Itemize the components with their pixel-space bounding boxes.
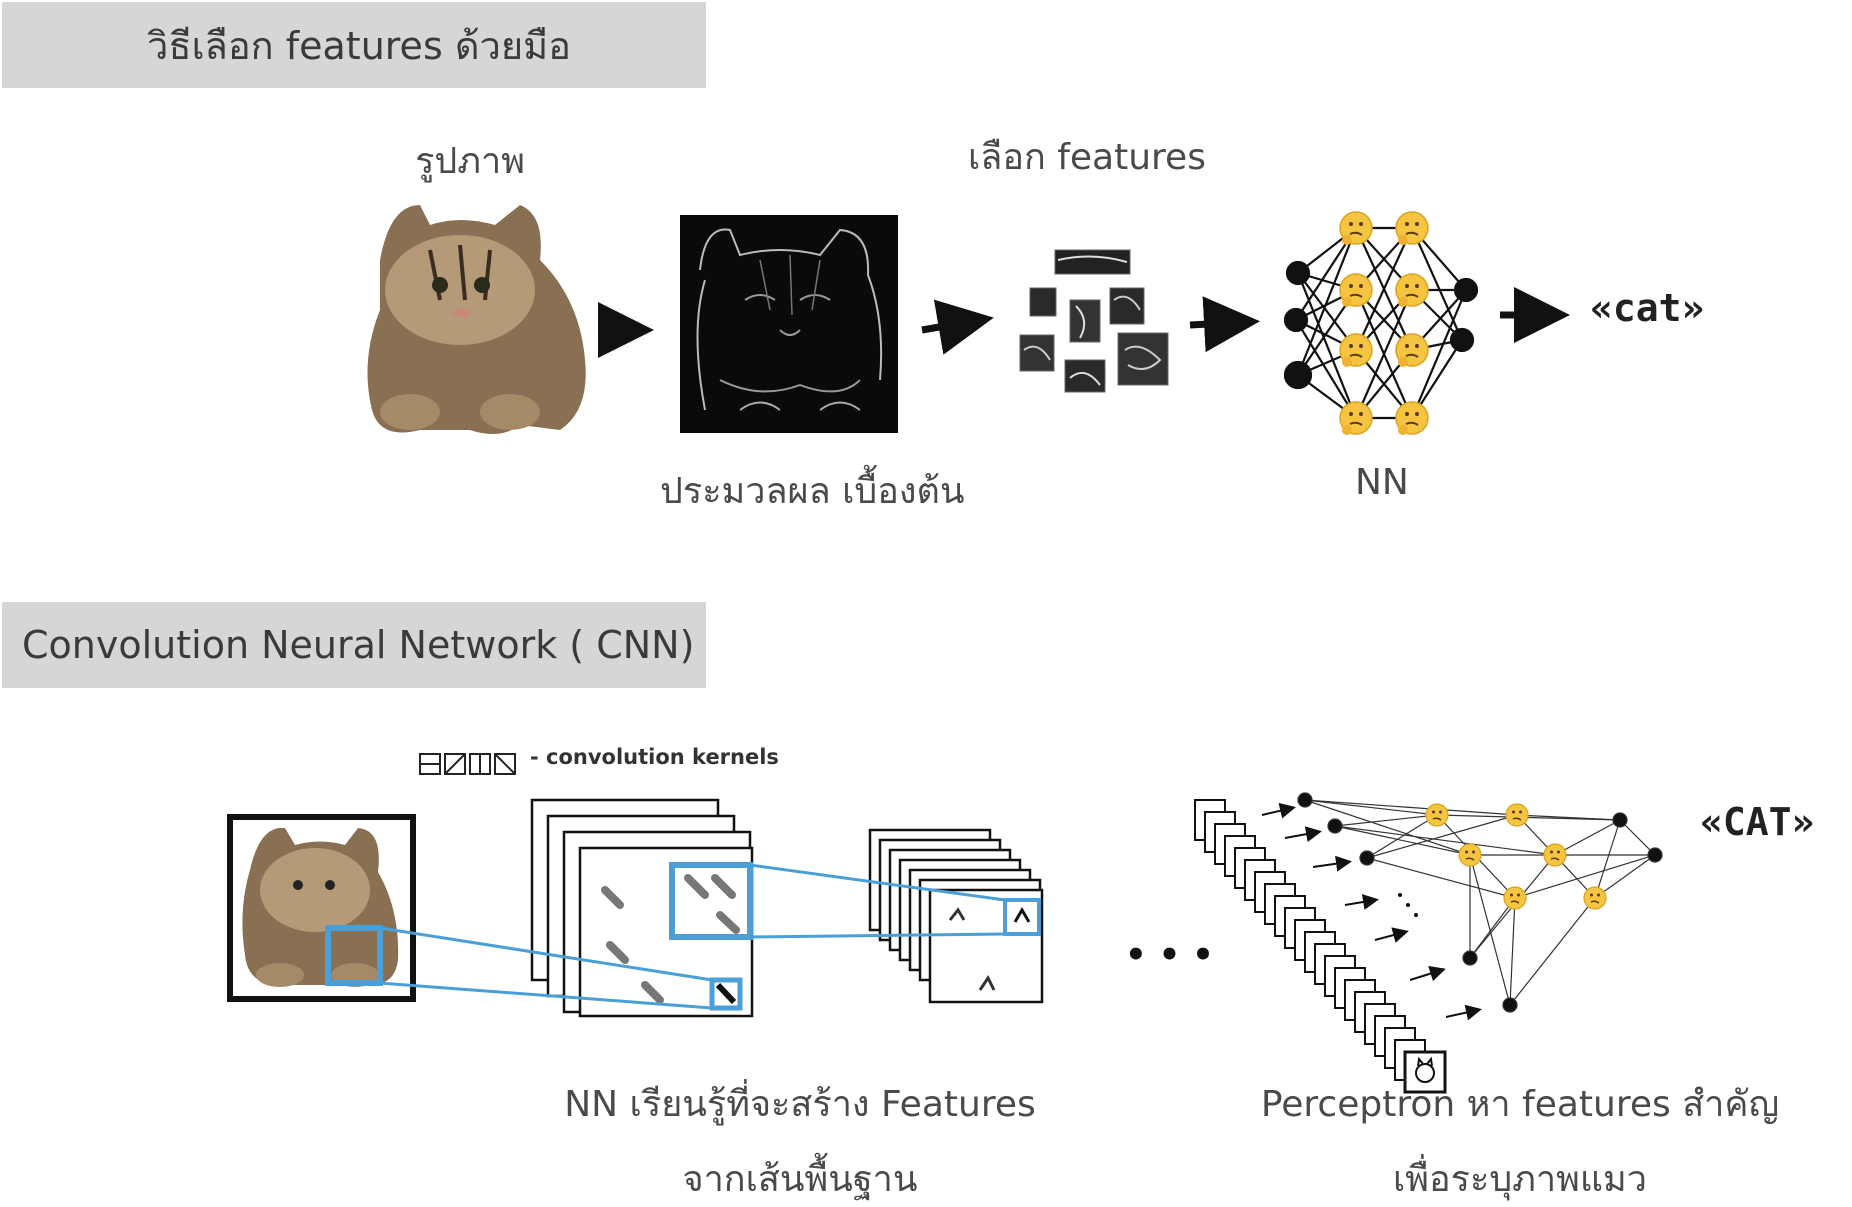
projection-line bbox=[379, 981, 713, 1010]
arrow-right-icon bbox=[1189, 296, 1260, 353]
projection-line bbox=[749, 863, 1006, 902]
input-arrows bbox=[1261, 802, 1482, 1021]
projection-line bbox=[749, 932, 1006, 939]
ellipsis: • • • bbox=[1125, 935, 1214, 975]
conv-layer-2-marks bbox=[948, 907, 996, 991]
caption-right-line2: เพื่อระบุภาพแมว bbox=[1392, 1159, 1647, 1200]
input-cat-frame bbox=[227, 814, 416, 1002]
arrow-right-icon bbox=[921, 299, 994, 355]
neural-network-2 bbox=[1297, 792, 1663, 1013]
manual-features-banner: วิธีเลือก features ด้วยมือ bbox=[2, 2, 706, 88]
cat-output-label: «cat» bbox=[1590, 286, 1705, 330]
cat-photo bbox=[360, 202, 588, 444]
conv-layer-1-strokes bbox=[601, 874, 740, 1004]
caption-left-line2: จากเส้นพื้นฐาน bbox=[682, 1159, 918, 1200]
ellipsis-dots bbox=[1398, 893, 1418, 917]
caption-right-line1: Perceptron หา features สำคัญ bbox=[1260, 1084, 1780, 1125]
nn-label: NN bbox=[1355, 462, 1409, 503]
thinking-emoji-icon bbox=[1339, 211, 1429, 436]
cat-face-icon bbox=[1415, 1056, 1435, 1083]
preprocess-label: ประมวลผล เบื้องต้น bbox=[660, 471, 965, 512]
kernel-icons bbox=[419, 753, 516, 775]
thinking-emoji-icon bbox=[1425, 803, 1607, 910]
feature-map-stack bbox=[1194, 799, 1447, 1094]
projection-line bbox=[379, 926, 713, 982]
cat-output-label-2: «CAT» bbox=[1700, 800, 1815, 844]
kernel-stroke bbox=[715, 982, 737, 1005]
caption-left-line1: NN เรียนรู้ที่จะสร้าง Features bbox=[564, 1084, 1036, 1125]
feature-patches bbox=[1019, 249, 1169, 393]
kernel-highlight-large bbox=[669, 862, 753, 940]
kernels-label: - convolution kernels bbox=[530, 745, 779, 769]
neural-network-1 bbox=[1283, 226, 1479, 420]
select-features-label: เลือก features bbox=[968, 137, 1206, 178]
cnn-banner: Convolution Neural Network ( CNN) bbox=[2, 602, 706, 688]
image-label: รูปภาพ bbox=[415, 141, 525, 182]
edge-map-image bbox=[680, 215, 898, 433]
feature-highlight bbox=[1003, 898, 1041, 936]
